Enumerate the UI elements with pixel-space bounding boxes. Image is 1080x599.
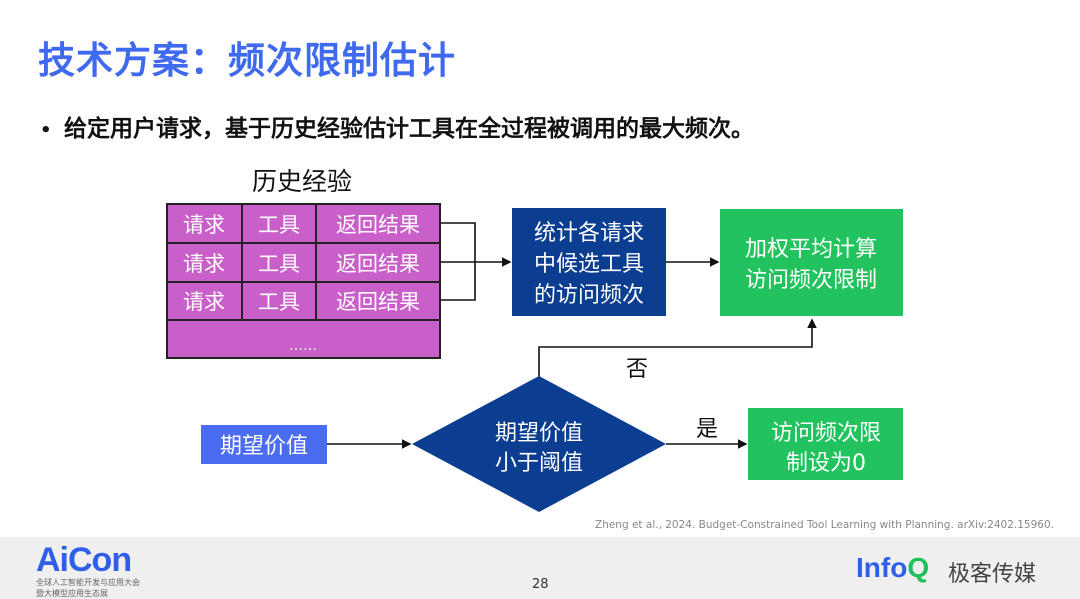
- count-box-line: 的访问频次: [534, 283, 644, 308]
- weighted-box-line: 加权平均计算: [745, 237, 877, 262]
- infoq-logo: InfoQ: [856, 552, 929, 584]
- zero-limit-line: 访问频次限: [771, 421, 881, 446]
- aicon-logo-subtitle: 全球人工智能开发与应用大会暨大模型应用生态展: [36, 577, 140, 599]
- connectors: [327, 222, 817, 449]
- history-cell: 工具: [258, 252, 300, 276]
- count-box-line: 统计各请求: [534, 221, 644, 246]
- infoq-text: Info: [856, 552, 908, 583]
- page-number: 28: [532, 577, 549, 592]
- history-table: [166, 203, 441, 359]
- history-cell: 返回结果: [336, 290, 420, 314]
- history-cell: 工具: [258, 290, 300, 314]
- history-cell: 返回结果: [336, 213, 420, 237]
- bullet-icon: •: [40, 120, 52, 141]
- history-cell: 请求: [183, 213, 225, 237]
- history-label: 历史经验: [252, 167, 352, 196]
- decision-line: 期望价值: [495, 421, 583, 446]
- history-cell: 请求: [183, 252, 225, 276]
- no-label: 否: [626, 357, 648, 382]
- footer: AiCon 全球人工智能开发与应用大会暨大模型应用生态展 28 InfoQ 极客…: [0, 537, 1080, 599]
- infoq-q: Q: [907, 552, 930, 583]
- decision-line: 小于阈值: [495, 451, 583, 476]
- bullet-point: • 给定用户请求，基于历史经验估计工具在全过程被调用的最大频次。: [40, 109, 754, 143]
- citation: Zheng et al., 2024. Budget-Constrained T…: [595, 519, 1054, 531]
- page-title: 技术方案：频次限制估计: [38, 39, 456, 82]
- geek-media-logo: 极客传媒: [948, 562, 1037, 587]
- expected-value-box: [201, 425, 327, 464]
- weighted-box-line: 访问频次限制: [745, 268, 877, 293]
- history-ellipsis: ……: [289, 338, 317, 354]
- count-box: [512, 208, 666, 316]
- history-cell: 返回结果: [336, 252, 420, 276]
- expected-value-label: 期望价值: [220, 434, 308, 459]
- history-cell: 请求: [183, 290, 225, 314]
- aicon-sub-line: 全球人工智能开发与应用大会: [36, 578, 140, 587]
- yes-label: 是: [696, 417, 718, 442]
- aicon-logo: AiCon: [36, 541, 132, 579]
- weighted-box: [720, 209, 903, 316]
- zero-limit-box: [748, 408, 903, 480]
- aicon-sub-line: 暨大模型应用生态展: [36, 589, 108, 598]
- zero-limit-line: 制设为0: [786, 451, 866, 476]
- decision-diamond: [412, 376, 666, 512]
- count-box-line: 中候选工具: [534, 252, 644, 277]
- flow-diagram: 历史经验 请求 工具 返回结果 请求 工具 返回结果 请求 工具 返回结果 ………: [166, 167, 903, 512]
- history-cell: 工具: [258, 213, 300, 237]
- bullet-text: 给定用户请求，基于历史经验估计工具在全过程被调用的最大频次。: [64, 116, 754, 142]
